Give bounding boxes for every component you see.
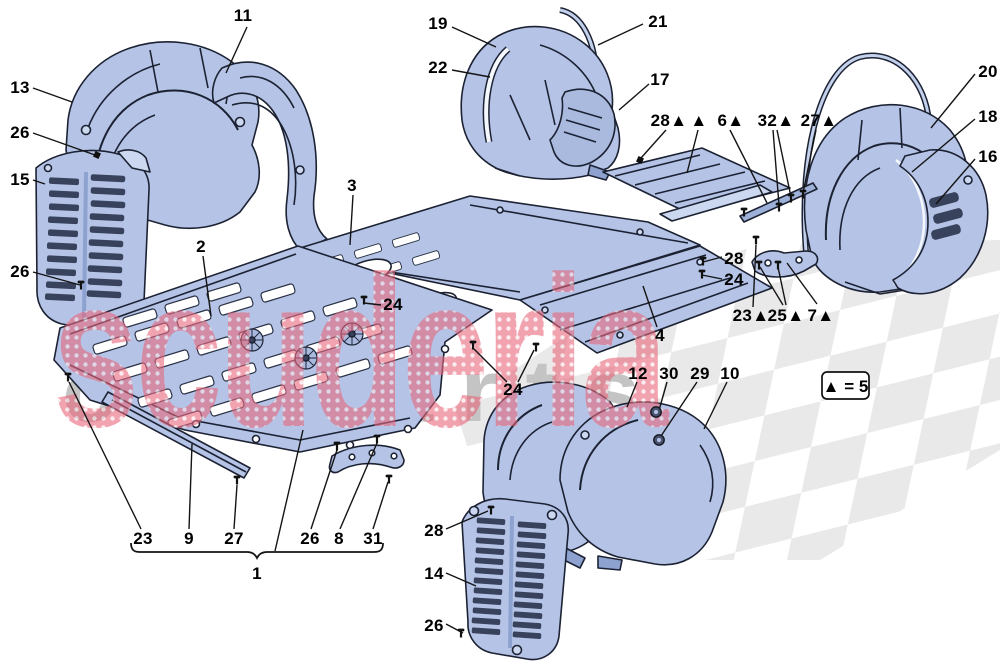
grommet-30: [650, 406, 662, 418]
part-strap-8: [328, 444, 405, 474]
part-bracket-25-7: [751, 250, 819, 278]
part-front-wheelhouse-liner-19-22-17: [460, 25, 621, 181]
part-rear-deck-panel: [602, 147, 791, 222]
part-main-undertray-2: [53, 245, 493, 453]
leader-lines: [32, 23, 976, 634]
part-front-liner-grille-15: [35, 149, 151, 333]
part-front-strip-9: [101, 391, 251, 479]
legend-box: ▲ = 5: [821, 371, 870, 400]
part-front-wheelhouse-liner-11: [211, 61, 328, 252]
group-brace-1: [130, 542, 384, 561]
legend-text: ▲ = 5: [823, 377, 869, 396]
part-grille-panel-14: [461, 497, 570, 661]
grommet-29: [653, 434, 665, 446]
part-rear-liner-grille-16: [892, 149, 989, 295]
watermark-line1: scuderia: [52, 231, 669, 472]
part-rear-wheelhouse-liner-10: [555, 401, 727, 571]
